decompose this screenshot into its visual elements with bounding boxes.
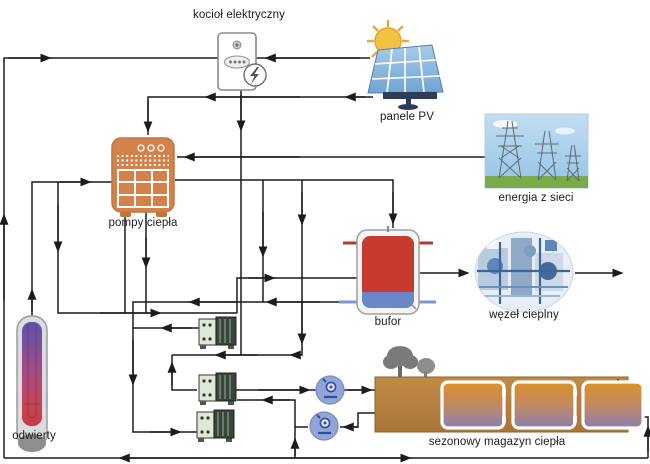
plate-heat-exchanger-2	[198, 372, 237, 405]
pipe-network	[0, 53, 650, 463]
transmission-tower-icon	[496, 120, 581, 182]
heat-pump	[111, 137, 175, 217]
boiler-display	[224, 55, 250, 69]
electric-boiler	[217, 32, 267, 91]
storage-tank-icon	[440, 380, 645, 430]
seasonal-heat-storage	[374, 346, 645, 433]
label-buffer: bufor	[374, 316, 402, 328]
label-heat-pumps: pompy ciepła	[108, 217, 178, 229]
vent-icon	[232, 40, 242, 50]
circulation-pump-1	[315, 375, 345, 405]
label-heat-substation: węzeł cieplny	[489, 309, 559, 321]
label-power-grid: energia z sieci	[498, 192, 574, 204]
power-grid-photo	[484, 113, 589, 189]
plate-heat-exchanger-1	[198, 316, 237, 349]
pv-panels	[367, 20, 444, 110]
plate-heat-exchanger-3	[196, 409, 235, 442]
buffer-tank	[339, 226, 436, 315]
tree-icon	[383, 346, 435, 379]
label-boreholes: odwierty	[12, 430, 56, 442]
label-seasonal-storage: sezonowy magazyn ciepła	[428, 436, 566, 448]
circulation-pump-2	[309, 411, 339, 441]
lightning-bolt-icon	[243, 63, 267, 87]
borehole-probe	[16, 315, 48, 452]
label-electric-boiler: kocioł elektryczny	[193, 9, 285, 21]
label-pv-panels: panele PV	[380, 111, 434, 123]
heat-substation-photo	[474, 231, 574, 313]
